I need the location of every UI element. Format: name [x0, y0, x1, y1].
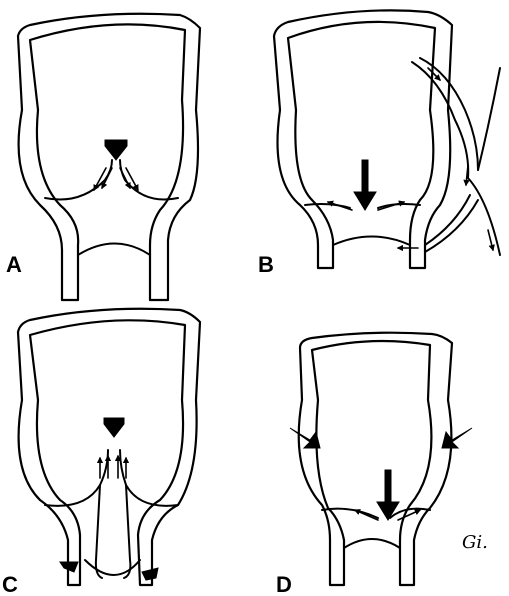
panel-a-label: A	[6, 252, 22, 277]
panel-a-left-cusp	[45, 160, 112, 200]
panel-b-tributary-arrow-3	[488, 230, 493, 250]
panel-d-label: D	[276, 572, 292, 596]
panel-c-vein-wall	[18, 309, 200, 585]
panel-c-inner-channel	[96, 485, 131, 578]
panel-b-tributary-arrow-2	[466, 165, 468, 185]
panel-b-cusp-arrow-left	[328, 202, 352, 210]
panel-a: A	[6, 14, 200, 300]
panel-b-branch-right-2	[468, 178, 500, 255]
artist-signature: Gi.	[462, 532, 488, 553]
panel-a-flow-arrow	[105, 140, 127, 160]
panel-c-label: C	[2, 572, 18, 596]
panel-a-small-arrow-left	[94, 168, 106, 190]
panel-b-lower-curve	[333, 237, 410, 246]
panel-d-flow-arrow	[377, 470, 399, 520]
panel-a-lower-curve	[78, 244, 150, 256]
panel-c-lower-cap	[85, 560, 140, 575]
panel-d-cusp-arrow-left	[355, 510, 378, 520]
panel-c-flow-arrow	[104, 418, 124, 437]
panel-b-label: B	[258, 252, 274, 277]
panel-d-vein-wall	[299, 333, 452, 585]
panel-a-vein-wall	[18, 14, 200, 300]
panel-b-flow-arrow	[354, 160, 376, 210]
panel-d: D Gi.	[276, 333, 488, 596]
panel-d-lower-curve	[344, 539, 400, 548]
panel-c: C	[2, 309, 200, 596]
panel-b-vein-wall	[274, 10, 452, 268]
panel-a-right-cusp	[120, 160, 178, 200]
panel-b-branch-right	[478, 68, 500, 170]
panel-b: B	[258, 10, 500, 277]
